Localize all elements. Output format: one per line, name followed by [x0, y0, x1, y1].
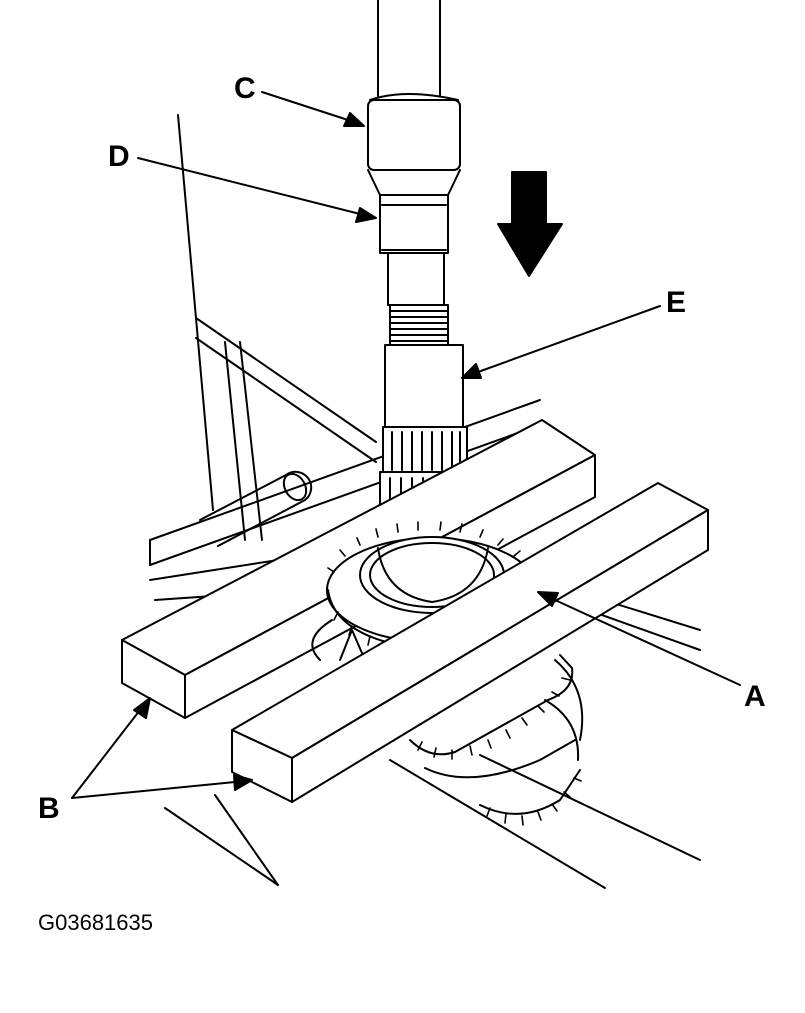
label-a: A: [744, 680, 766, 713]
thread-lines: [390, 311, 448, 341]
lower-gear-cluster: [410, 655, 582, 825]
figure-code: G03681635: [38, 910, 153, 935]
label-c: C: [234, 72, 256, 105]
label-d: D: [108, 140, 130, 173]
down-arrow-icon: [498, 172, 562, 276]
label-b: B: [38, 792, 60, 825]
leader-lines: [72, 92, 740, 798]
label-e: E: [666, 286, 687, 319]
support-bar-lower: [232, 483, 708, 802]
